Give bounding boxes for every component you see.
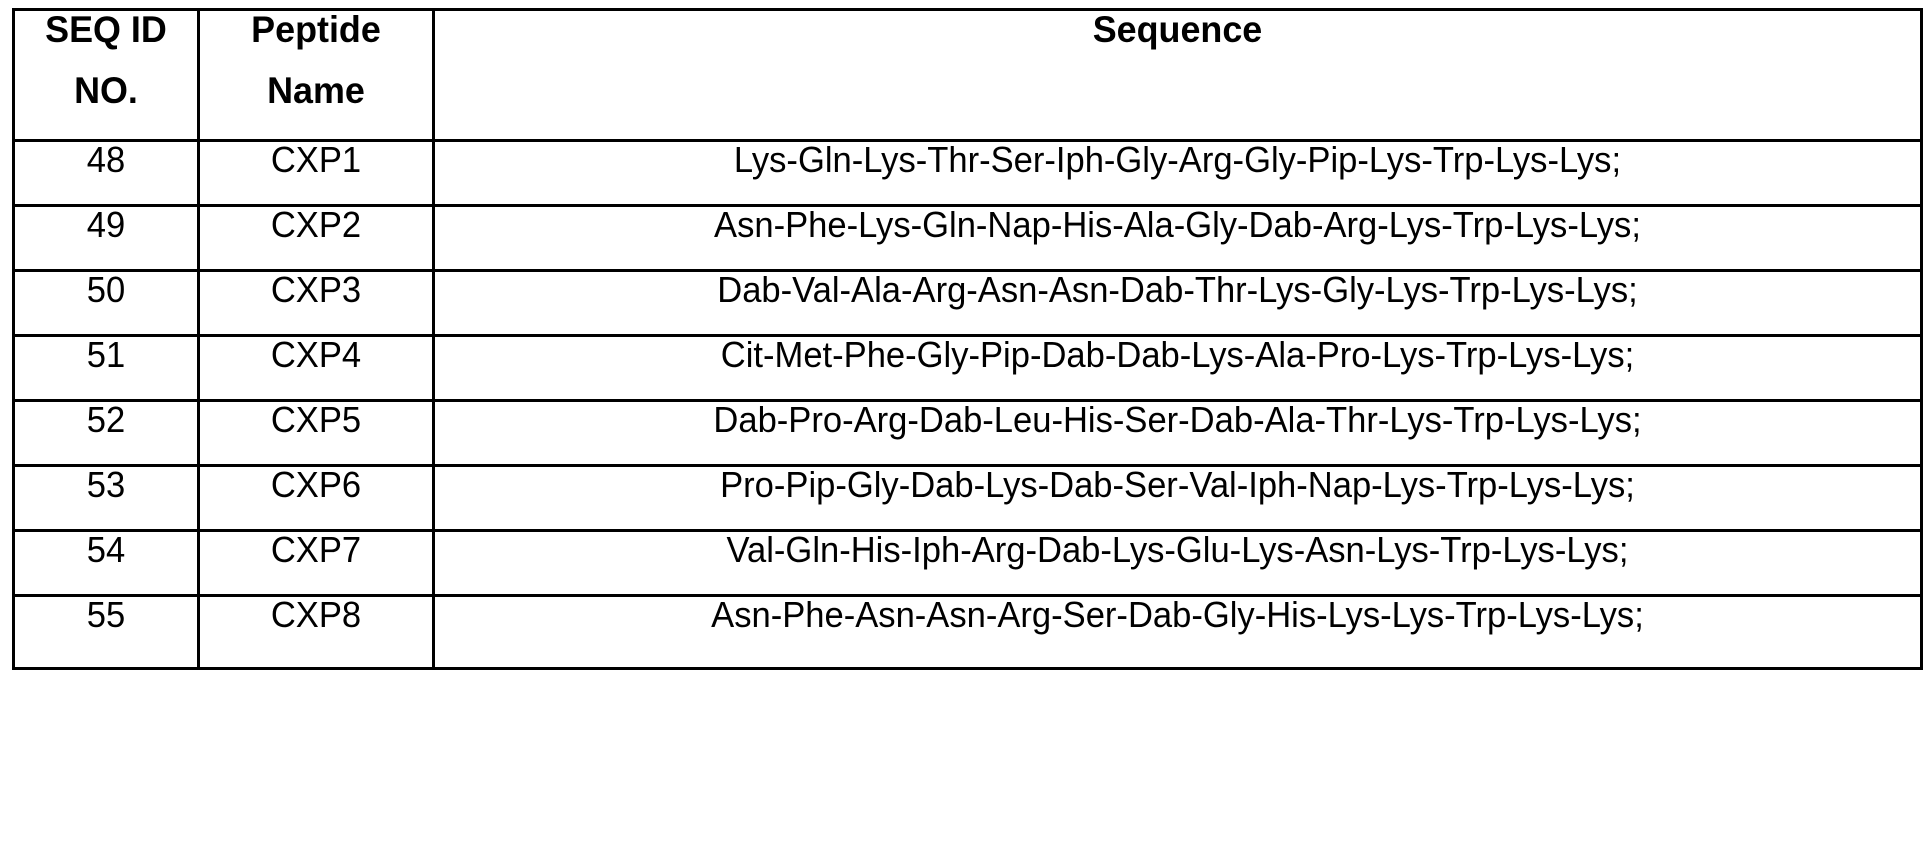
cell-peptide-name: CXP4 [197,334,435,402]
table-row: 54 CXP7 Val-Gln-His-Iph-Arg-Dab-Lys-Glu-Ly… [12,529,1923,597]
cell-sequence: Cit-Met-Phe-Gly-Pip-Dab-Dab-Lys-Ala-Pro-… [432,334,1923,402]
seq-id-value: 48 [86,139,126,180]
cell-peptide-name: CXP3 [197,269,435,337]
cell-sequence: Asn-Phe-Lys-Gln-Nap-His-Ala-Gly-Dab-Arg-… [432,204,1923,272]
cell-seq-id: 52 [12,399,200,467]
sequence-value: Lys-Gln-Lys-Thr-Ser-Iph-Gly-Arg-Gly-Pip-… [733,139,1622,180]
peptide-name-value: CXP7 [270,529,362,570]
cell-sequence: Dab-Pro-Arg-Dab-Leu-His-Ser-Dab-Ala-Thr-… [432,399,1923,467]
cell-seq-id: 48 [12,139,200,207]
cell-peptide-name: CXP1 [197,139,435,207]
column-header-seq-id-line2: NO. [74,70,138,111]
header-row: SEQ ID NO. Peptide Name Sequence [12,8,1923,142]
column-header-seq-id-line1: SEQ ID [45,9,167,50]
cell-sequence: Dab-Val-Ala-Arg-Asn-Asn-Dab-Thr-Lys-Gly-… [432,269,1923,337]
peptide-name-value: CXP6 [270,464,362,505]
column-header-sequence-label: Sequence [1092,9,1263,50]
column-header-peptide-name: Peptide Name [197,8,435,142]
document-page: SEQ ID NO. Peptide Name Sequence 48 CXP1 L… [0,8,1932,841]
sequence-value: Dab-Pro-Arg-Dab-Leu-His-Ser-Dab-Ala-Thr-… [713,399,1642,440]
column-header-sequence: Sequence [432,8,1923,142]
cell-peptide-name: CXP2 [197,204,435,272]
peptide-name-value: CXP3 [270,269,362,310]
peptide-name-value: CXP2 [270,204,362,245]
cell-seq-id: 53 [12,464,200,532]
cell-peptide-name: CXP5 [197,399,435,467]
column-header-peptide-name-line2: Name [267,70,365,111]
peptide-name-value: CXP8 [270,594,362,635]
peptide-name-value: CXP1 [270,139,362,180]
sequence-value: Dab-Val-Ala-Arg-Asn-Asn-Dab-Thr-Lys-Gly-… [717,269,1638,310]
seq-id-value: 55 [86,594,126,635]
cell-seq-id: 51 [12,334,200,402]
sequence-value: Cit-Met-Phe-Gly-Pip-Dab-Dab-Lys-Ala-Pro-… [720,334,1635,375]
cell-peptide-name: CXP6 [197,464,435,532]
seq-id-value: 52 [86,399,126,440]
table-row: 49 CXP2 Asn-Phe-Lys-Gln-Nap-His-Ala-Gly-Da… [12,204,1923,272]
sequence-value: Val-Gln-His-Iph-Arg-Dab-Lys-Glu-Lys-Asn-… [726,529,1629,570]
seq-id-value: 54 [86,529,126,570]
table-header: SEQ ID NO. Peptide Name Sequence [12,8,1923,142]
seq-id-value: 53 [86,464,126,505]
cell-sequence: Pro-Pip-Gly-Dab-Lys-Dab-Ser-Val-Iph-Nap-… [432,464,1923,532]
sequence-value: Pro-Pip-Gly-Dab-Lys-Dab-Ser-Val-Iph-Nap-… [720,464,1635,505]
table-row: 51 CXP4 Cit-Met-Phe-Gly-Pip-Dab-Dab-Lys-Al… [12,334,1923,402]
column-header-seq-id: SEQ ID NO. [12,8,200,142]
cell-seq-id: 50 [12,269,200,337]
peptide-sequence-table: SEQ ID NO. Peptide Name Sequence 48 CXP1 L… [12,8,1923,670]
seq-id-value: 51 [86,334,126,375]
peptide-name-value: CXP4 [270,334,362,375]
cell-sequence: Lys-Gln-Lys-Thr-Ser-Iph-Gly-Arg-Gly-Pip-… [432,139,1923,207]
seq-id-value: 50 [86,269,126,310]
cell-sequence: Asn-Phe-Asn-Asn-Arg-Ser-Dab-Gly-His-Lys-… [432,594,1923,670]
seq-id-value: 49 [86,204,126,245]
cell-seq-id: 55 [12,594,200,670]
sequence-value: Asn-Phe-Asn-Asn-Arg-Ser-Dab-Gly-His-Lys-… [711,594,1644,635]
cell-sequence: Val-Gln-His-Iph-Arg-Dab-Lys-Glu-Lys-Asn-… [432,529,1923,597]
table-row: 53 CXP6 Pro-Pip-Gly-Dab-Lys-Dab-Ser-Val-Ip… [12,464,1923,532]
table-row: 48 CXP1 Lys-Gln-Lys-Thr-Ser-Iph-Gly-Arg-Gl… [12,139,1923,207]
table-row: 50 CXP3 Dab-Val-Ala-Arg-Asn-Asn-Dab-Thr-Ly… [12,269,1923,337]
table-row: 52 CXP5 Dab-Pro-Arg-Dab-Leu-His-Ser-Dab-Al… [12,399,1923,467]
cell-seq-id: 54 [12,529,200,597]
cell-peptide-name: CXP7 [197,529,435,597]
column-header-peptide-name-line1: Peptide [251,9,381,50]
peptide-name-value: CXP5 [270,399,362,440]
table-body: 48 CXP1 Lys-Gln-Lys-Thr-Ser-Iph-Gly-Arg-Gl… [12,139,1923,670]
sequence-value: Asn-Phe-Lys-Gln-Nap-His-Ala-Gly-Dab-Arg-… [714,204,1641,245]
table-row: 55 CXP8 Asn-Phe-Asn-Asn-Arg-Ser-Dab-Gly-Hi… [12,594,1923,670]
cell-seq-id: 49 [12,204,200,272]
cell-peptide-name: CXP8 [197,594,435,670]
